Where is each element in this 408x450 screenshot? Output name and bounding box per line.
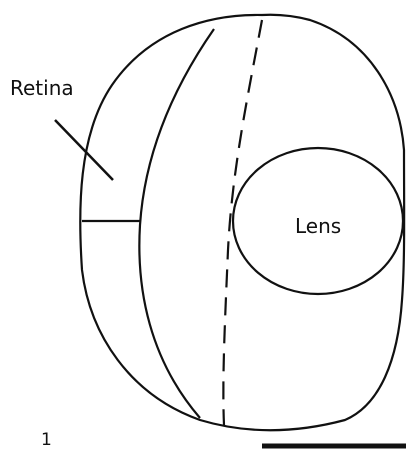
- panel-number: 1: [41, 430, 52, 450]
- eye-outline: [80, 15, 404, 430]
- lens-label: Lens: [295, 214, 341, 238]
- dashed-meridian: [223, 20, 262, 425]
- retina-boundary: [139, 29, 214, 418]
- retina-label: Retina: [10, 76, 74, 100]
